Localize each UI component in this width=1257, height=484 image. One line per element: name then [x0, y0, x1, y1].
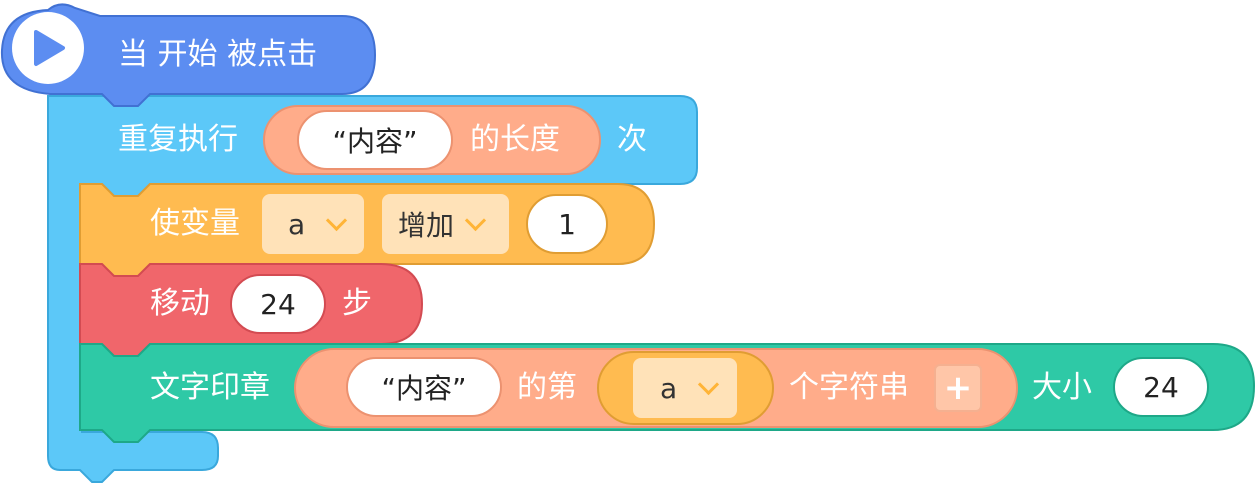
stamp-label: 文字印章: [150, 370, 270, 405]
size-label: 大小: [1032, 370, 1092, 405]
length-label: 的长度: [470, 122, 560, 157]
move-suffix: 步: [342, 286, 372, 321]
char-variable-dropdown-value: a: [660, 371, 678, 405]
variable-dropdown-value: a: [288, 207, 306, 241]
operation-dropdown-value: 增加: [398, 209, 455, 242]
change-variable-label: 使变量: [150, 206, 240, 241]
char-text-input[interactable]: “内容”: [346, 357, 502, 417]
length-text-input[interactable]: “内容”: [297, 110, 453, 170]
hat-label: 当 开始 被点击: [118, 37, 318, 72]
char-label-end: 个字符串: [789, 370, 909, 405]
chevron-down-icon: [698, 373, 720, 395]
variable-dropdown[interactable]: a: [262, 194, 364, 254]
plus-icon: +: [943, 368, 973, 408]
hat-block-shape: [0, 3, 377, 107]
play-icon: [34, 30, 65, 66]
operation-dropdown[interactable]: 增加: [382, 194, 509, 254]
move-label: 移动: [150, 286, 210, 321]
chevron-down-icon: [326, 209, 348, 231]
repeat-label: 重复执行: [118, 122, 238, 157]
char-variable-dropdown[interactable]: a: [633, 358, 737, 418]
char-label-mid: 的第: [517, 370, 577, 405]
add-argument-button[interactable]: +: [934, 364, 982, 412]
hat-block[interactable]: [0, 0, 380, 110]
chevron-down-icon: [464, 209, 487, 231]
repeat-suffix: 次: [617, 122, 647, 157]
move-steps-input[interactable]: 24: [230, 274, 326, 334]
increment-value-input[interactable]: 1: [526, 194, 608, 254]
size-value-input[interactable]: 24: [1113, 357, 1209, 417]
